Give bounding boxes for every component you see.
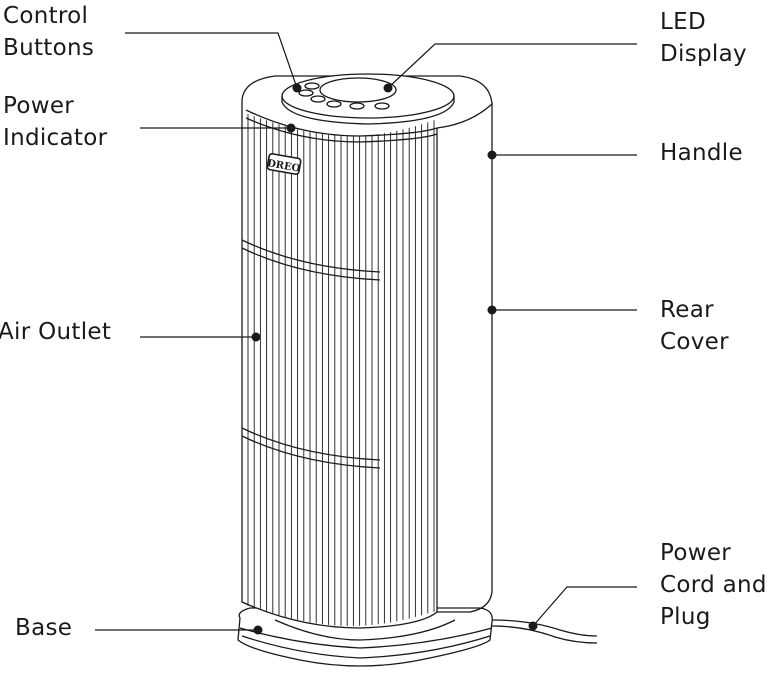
label-handle: Handle [660,140,743,166]
label-power-indicator: Power Indicator [3,93,108,151]
power-cord-shape [491,619,598,644]
dreo-logo: DREO [266,153,302,175]
led-display-window [319,77,397,103]
dot-handle [487,150,497,160]
dot-power-indicator [286,123,296,133]
leader-lines [95,32,637,631]
dot-control-buttons [292,83,302,93]
control-panel-shape [281,73,455,125]
label-air-outlet: Air Outlet [0,319,112,345]
label-power-cord: Power Cord and Plug [660,540,767,630]
label-control-buttons: Control Buttons [3,3,95,61]
dot-air-outlet [251,332,261,342]
callout-dots [251,83,538,635]
dot-led-display [383,83,393,93]
label-base: Base [15,615,73,641]
base-shape [237,607,493,667]
dot-rear-cover [487,305,497,315]
dot-base [253,625,263,635]
dot-power-cord [528,621,538,631]
label-led-display: LED Display [660,9,747,67]
label-rear-cover: Rear Cover [660,297,729,355]
